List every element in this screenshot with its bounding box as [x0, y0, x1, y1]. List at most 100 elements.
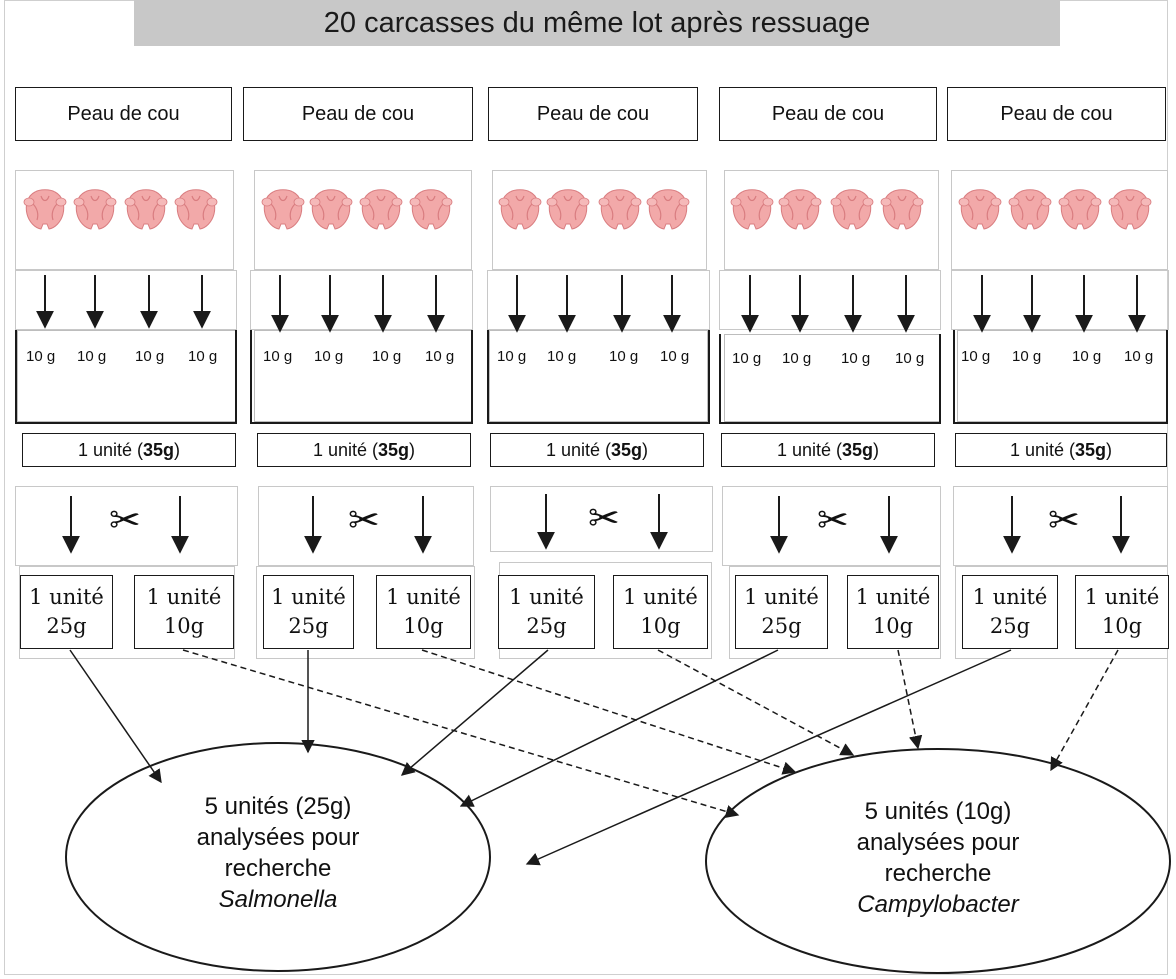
unit-count-label: 1 unité: [855, 585, 931, 609]
chicken-carcass-icon: [958, 189, 1152, 230]
arrow-panel: [487, 270, 710, 330]
scissors-icon: ✂: [348, 498, 380, 542]
carcass-panel: [15, 170, 234, 270]
split-panel: [490, 486, 713, 552]
pooled-unit-box: 1 unité (35g): [257, 433, 471, 467]
unit-weight-label: 10g: [163, 614, 205, 638]
summary-line: 5 unités (25g): [204, 793, 352, 820]
summary-line: analysées pour: [856, 829, 1020, 856]
portion-label: 10 g: [782, 350, 812, 367]
salmonella-summary: 5 unités (25g) analysées pour recherche …: [118, 791, 438, 915]
pooled-unit-suffix: ): [873, 439, 880, 460]
unit-count-label: 1 unité: [623, 585, 698, 609]
unit-weight-label: 25g: [989, 614, 1031, 638]
organism-name: Salmonella: [218, 886, 338, 913]
split-panel: [953, 486, 1168, 566]
salmonella-unit-box: 1 unité 25g: [263, 575, 354, 649]
carcass-panel: [492, 170, 707, 270]
pooled-unit-box: 1 unité (35g): [22, 433, 236, 467]
pooled-unit-prefix: 1 unité (: [776, 439, 842, 460]
split-panel: [15, 486, 238, 566]
campylobacter-arrows: [182, 649, 1119, 819]
pooled-unit-box: 1 unité (35g): [955, 433, 1167, 467]
pooled-unit-weight: 35g: [842, 439, 874, 460]
pooled-unit-weight: 35g: [611, 439, 643, 460]
portion-label: 10 g: [26, 348, 56, 365]
portion-label: 10 g: [660, 348, 690, 365]
summary-line: analysées pour: [196, 824, 360, 851]
split-panel: [258, 486, 474, 566]
portion-label: 10 g: [895, 350, 925, 367]
arrow-panel: [951, 270, 1169, 330]
scissors-icon: ✂: [817, 498, 849, 542]
unit-count-label: 1 unité: [271, 585, 346, 609]
unit-weight-label: 10g: [872, 614, 914, 638]
chicken-carcass-icon: [730, 189, 924, 230]
unit-count-label: 1 unité: [1084, 585, 1160, 609]
portion-tray: [487, 330, 710, 424]
split-panel: [722, 486, 941, 566]
portion-label: 10 g: [372, 348, 402, 365]
unit-count-label: 1 unité: [29, 585, 104, 609]
split-arrows: [62, 494, 1130, 554]
pooled-unit-prefix: 1 unité (: [1009, 439, 1075, 460]
portion-label: 10 g: [547, 348, 577, 365]
summary-line: recherche: [884, 860, 992, 887]
campylobacter-unit-box: 1 unité 10g: [1075, 575, 1169, 649]
portion-label: 10 g: [314, 348, 344, 365]
salmonella-unit-box: 1 unité 25g: [735, 575, 828, 649]
pooled-unit-box: 1 unité (35g): [721, 433, 935, 467]
pooled-unit-suffix: ): [1106, 439, 1113, 460]
page-title: 20 carcasses du même lot après ressuage: [134, 0, 1060, 46]
portion-label: 10 g: [961, 348, 991, 365]
portion-arrows: [36, 275, 1146, 333]
summary-line: recherche: [224, 855, 332, 882]
unit-count-label: 1 unité: [146, 585, 222, 609]
unit-weight-label: 25g: [288, 614, 329, 638]
portion-label: 10 g: [732, 350, 762, 367]
pooled-unit-weight: 35g: [1075, 439, 1107, 460]
scissors-icon: ✂: [109, 498, 141, 542]
portion-label: 10 g: [841, 350, 871, 367]
carcass-panel: [254, 170, 472, 270]
carcass-panel: [951, 170, 1168, 270]
portion-label: 10 g: [1124, 348, 1154, 365]
portion-tray: [250, 330, 473, 424]
neck-skin-label: Peau de cou: [15, 87, 232, 141]
neck-skin-label: Peau de cou: [719, 87, 937, 141]
portion-tray: [719, 334, 941, 424]
summary-line: 5 unités (10g): [864, 798, 1012, 825]
portion-label: 10 g: [135, 348, 165, 365]
pooled-unit-suffix: ): [409, 439, 416, 460]
portion-tray: [15, 330, 237, 424]
chicken-carcass-icon: [261, 189, 453, 230]
portion-label: 10 g: [425, 348, 455, 365]
portion-tray-outline: [489, 330, 708, 422]
campylobacter-unit-box: 1 unité 10g: [847, 575, 939, 649]
portion-label: 10 g: [497, 348, 527, 365]
campylobacter-ellipse: [705, 748, 1171, 974]
pooled-unit-prefix: 1 unité (: [545, 439, 611, 460]
unit-count-label: 1 unité: [744, 585, 819, 609]
split-units-panel: [729, 566, 941, 659]
unit-weight-label: 25g: [46, 614, 87, 638]
organism-name: Campylobacter: [857, 891, 1019, 918]
portion-label: 10 g: [77, 348, 107, 365]
unit-weight-label: 25g: [526, 614, 567, 638]
portion-tray: [953, 330, 1168, 424]
scissors-icon: ✂: [588, 496, 620, 540]
arrow-panel: [250, 270, 473, 330]
split-units-panel: [19, 566, 235, 659]
scissors-icon: ✂: [1048, 498, 1080, 542]
salmonella-unit-box: 1 unité 25g: [962, 575, 1058, 649]
carcass-panel: [724, 170, 939, 270]
neck-skin-label: Peau de cou: [243, 87, 473, 141]
unit-count-label: 1 unité: [509, 585, 584, 609]
pooled-unit-prefix: 1 unité (: [312, 439, 378, 460]
salmonella-unit-box: 1 unité 25g: [20, 575, 113, 649]
portion-label: 10 g: [263, 348, 293, 365]
campylobacter-unit-box: 1 unité 10g: [134, 575, 234, 649]
salmonella-unit-box: 1 unité 25g: [498, 575, 595, 649]
pooled-unit-weight: 35g: [378, 439, 410, 460]
